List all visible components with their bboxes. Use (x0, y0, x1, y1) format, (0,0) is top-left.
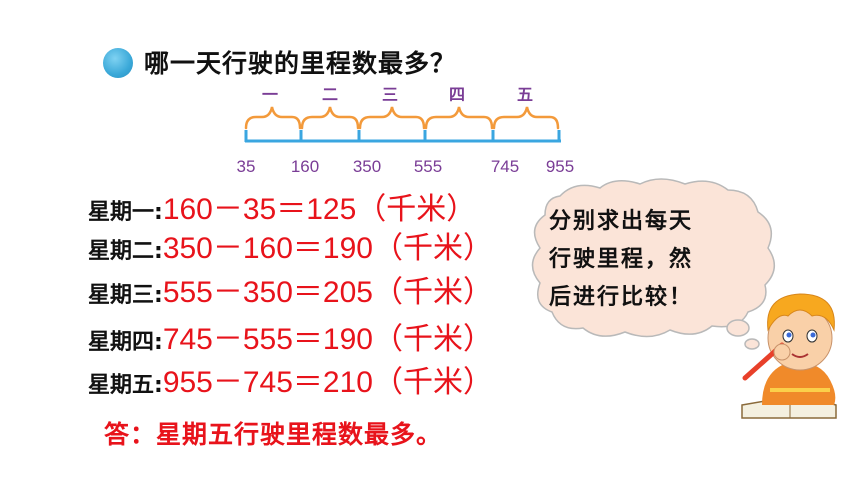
bubble-line-1: 分别求出每天 (549, 209, 694, 234)
boy-hair (767, 293, 835, 332)
tick-label-555: 555 (414, 157, 442, 176)
brace-1 (244, 106, 302, 130)
day-name: 星期三: (88, 283, 163, 308)
calc-expression: 955－745＝210（千米） (162, 366, 493, 399)
calc-row-tuesday: 星期二:350－160＝190（千米） (88, 234, 493, 267)
calc-expression: 555－350＝205（千米） (162, 276, 493, 309)
bubble-line-3: 后进行比较！ (549, 285, 694, 310)
tick-label-160: 160 (291, 157, 319, 176)
day-label-4: 四 (449, 85, 465, 104)
segment-braces (244, 106, 560, 130)
brace-3 (358, 106, 426, 130)
day-name: 星期一: (88, 200, 163, 225)
boy-body (762, 361, 836, 405)
calc-row-monday: 星期一:160－35＝125（千米） (88, 195, 476, 228)
calc-expression: 160－35＝125（千米） (162, 193, 477, 226)
day-label-2: 二 (322, 85, 338, 104)
day-name: 星期二: (88, 239, 163, 264)
brace-4 (424, 106, 494, 130)
calc-expression: 350－160＝190（千米） (162, 232, 493, 265)
calc-row-thursday: 星期四:745－555＝190（千米） (88, 325, 493, 358)
day-name: 星期五: (88, 373, 163, 398)
tick-label-35: 35 (237, 157, 256, 176)
brace-2 (300, 106, 360, 130)
bubble-line-2: 行驶里程，然 (549, 247, 694, 272)
day-name: 星期四: (88, 330, 163, 355)
calc-row-wednesday: 星期三:555－350＝205（千米） (88, 278, 493, 311)
number-line (244, 130, 561, 143)
day-label-1: 一 (262, 85, 278, 104)
calc-expression: 745－555＝190（千米） (162, 323, 493, 356)
brace-5 (492, 106, 560, 130)
answer-text: 答：星期五行驶里程数最多。 (104, 420, 443, 449)
tick-label-350: 350 (353, 157, 381, 176)
tick-label-955: 955 (546, 157, 574, 176)
calc-row-friday: 星期五:955－745＝210（千米） (88, 368, 493, 401)
day-label-5: 五 (517, 85, 533, 104)
tick-label-745: 745 (491, 157, 519, 176)
bullet-icon (103, 48, 133, 78)
day-label-3: 三 (382, 85, 398, 104)
question-title: 哪一天行驶的里程数最多？ (144, 49, 457, 78)
bubble-text: 分别求出每天 行驶里程，然 后进行比较！ (549, 203, 764, 317)
